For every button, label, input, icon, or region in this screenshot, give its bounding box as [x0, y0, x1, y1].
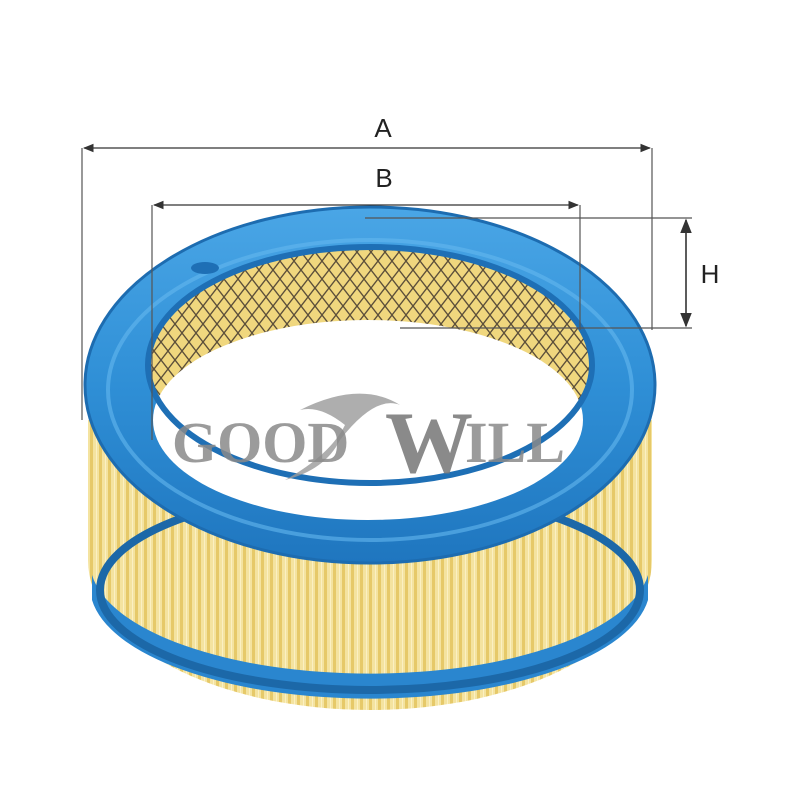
- dim-h-label: H: [701, 259, 720, 289]
- gasket-highlight: [106, 238, 634, 542]
- watermark-swoosh: [285, 393, 400, 480]
- dim-a-label: A: [374, 113, 392, 143]
- gasket-logo-imprint: [191, 262, 219, 274]
- bottom-gasket: [92, 575, 648, 699]
- filter-body: [83, 205, 657, 710]
- watermark-text-right: ILL: [465, 410, 565, 475]
- watermark-logo: GOOD W ILL: [172, 393, 565, 492]
- watermark-initial: W: [385, 395, 473, 492]
- watermark-text-left: GOOD: [172, 410, 349, 475]
- dim-b-label: B: [375, 163, 392, 193]
- dimension-lines: [81, 143, 692, 440]
- gasket-inner-edge: [145, 244, 595, 486]
